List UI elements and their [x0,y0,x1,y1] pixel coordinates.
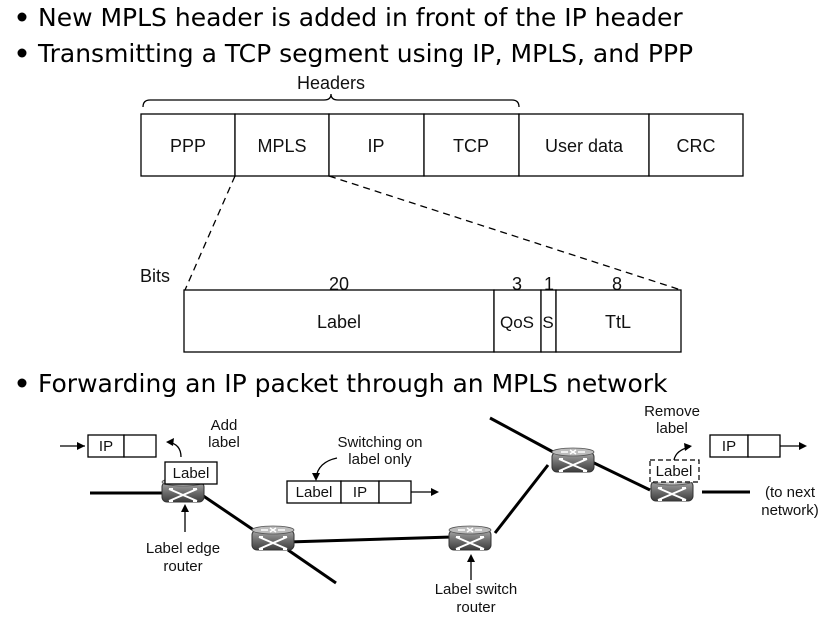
switch-router-caption-2: router [456,599,495,616]
link-core-down [287,548,337,585]
headers-brace [142,93,520,108]
field-crc-label: CRC [677,136,716,156]
mpls-header: Label QoS S TtL [183,289,682,353]
ingress-label-text: Label [173,465,210,482]
field-user-data-label: User data [545,136,624,156]
field-tcp-label: TCP [453,136,489,156]
link-switch-top [493,464,550,534]
ingress-ip-text: IP [99,438,113,455]
removed-label-text: Label [656,463,693,480]
bullet-dot [17,48,27,58]
ingress-label-box [164,461,218,485]
remove-label-text-1: Remove [644,403,700,420]
field-ip [328,113,425,177]
headers-label: Headers [297,73,365,93]
top-router-icon [551,447,595,473]
bullet-1: New MPLS header is added in front of the… [38,3,683,32]
to-next-network-1: (to next [765,484,816,501]
switching-note-1: Switching on [337,434,422,451]
remove-label-text-2: label [656,420,688,437]
mpls-ttl-text: TtL [605,312,631,332]
ingress-packet: IP [60,434,157,458]
field-crc [648,113,744,177]
field-mpls [234,113,330,177]
mpls-s-text: S [542,313,553,332]
labeled-packet: Label IP [286,480,439,504]
to-next-network-2: network) [761,502,819,519]
switching-note-pointer [315,457,338,479]
bits-label-s: 1 [544,274,554,294]
mpls-qos-text: QoS [500,313,534,332]
bits-label-qos: 3 [512,274,522,294]
add-label-text-2: label [208,434,240,451]
link-edge-core [198,491,259,535]
add-label-text-1: Add [211,417,238,434]
egress-packet: IP [709,434,807,458]
packet-fields: PPP MPLS IP TCP User data CRC [140,113,744,177]
bits-label: Bits [140,266,170,286]
expand-line-right [328,175,682,291]
bullet-2: Transmitting a TCP segment using IP, MPL… [37,39,693,68]
packet-label-text: Label [296,484,333,501]
label-switch-router-icon [448,525,492,551]
packet-ip-text: IP [353,484,367,501]
mpls-label-field [183,289,495,353]
core-router-icon [251,525,295,551]
bits-label-ttl: 8 [612,274,622,294]
edge-router-caption-1: Label edge [146,540,220,557]
field-user-data [518,113,650,177]
egress-ip-text: IP [722,438,736,455]
field-ip-label: IP [367,136,384,156]
field-ppp-label: PPP [170,136,206,156]
mpls-ttl-field [555,289,682,353]
edge-router-caption-2: router [163,558,202,575]
switch-router-caption-1: Label switch [435,581,518,598]
link-top-egress [589,459,651,492]
expand-line-left [184,175,236,291]
mpls-label-text: Label [317,312,361,332]
link-core-switch [287,535,453,544]
field-ppp [140,113,236,177]
bullet-dot [17,12,27,22]
switching-note-2: label only [348,451,412,468]
bullet-3: Forwarding an IP packet through an MPLS … [38,369,668,398]
bits-label-label: 20 [329,274,349,294]
bullet-dot [17,378,27,388]
link-top-in [489,416,556,455]
field-mpls-label: MPLS [257,136,306,156]
